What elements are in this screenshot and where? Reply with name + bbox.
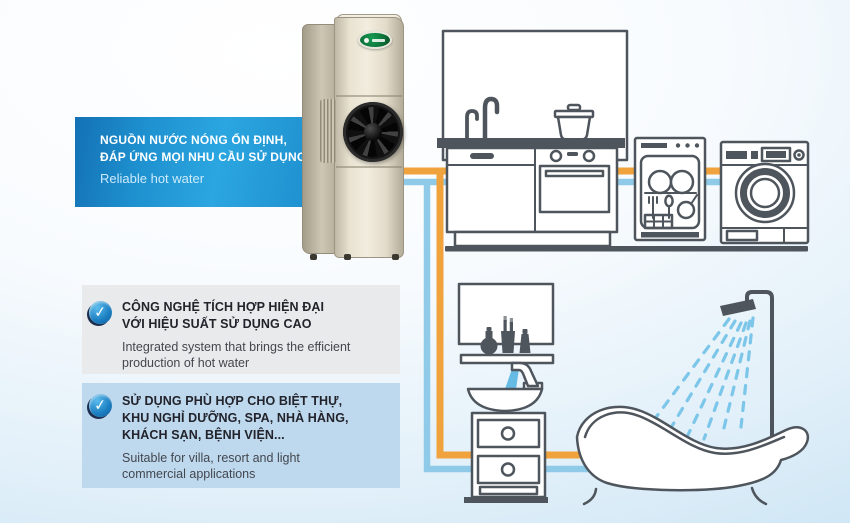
pan-icon (676, 194, 698, 220)
sink-basin (466, 387, 544, 413)
feature-item-suitable-applications: ✓ SỬ DỤNG PHÙ HỢP CHO BIỆT THỰ, KHU NGHỈ… (82, 383, 400, 488)
check-icon: ✓ (89, 301, 112, 324)
cooking-pot-icon (553, 103, 595, 142)
washing-machine (719, 140, 810, 245)
fan-icon (343, 102, 403, 162)
plate-icon (669, 169, 695, 195)
banner-heading-line2: ĐÁP ỨNG MỌI NHU CẦU SỬ DỤNG (100, 150, 307, 164)
banner-subtext: Reliable hot water (100, 171, 205, 186)
plate-icon (647, 169, 673, 195)
vent-grille (320, 99, 336, 163)
tub-foot (750, 486, 768, 506)
feature-subtext: Suitable for villa, resort and light com… (122, 451, 300, 481)
cutlery-basket-icon (643, 213, 674, 230)
sink-faucet-icon (505, 361, 544, 391)
kitchen-plinth (453, 230, 612, 248)
kitchen-faucet-icon (465, 96, 500, 143)
water-stream (505, 369, 519, 389)
floor-line (445, 246, 808, 252)
toiletries-icon (480, 316, 531, 355)
banner-heading: NGUỒN NƯỚC NÓNG ỔN ĐỊNH, ĐÁP ỨNG MỌI NHU… (100, 132, 311, 166)
dishwasher (633, 136, 707, 242)
check-icon: ✓ (89, 394, 112, 417)
shower-icon (720, 290, 774, 448)
fork-icon (648, 196, 658, 219)
brand-logo (358, 31, 392, 49)
headline-banner: NGUỒN NƯỚC NÓNG ỔN ĐỊNH, ĐÁP ỨNG MỌI NHU… (75, 117, 311, 207)
kitchen-counter (437, 138, 625, 148)
feature-heading: CÔNG NGHỆ TÍCH HỢP HIỆN ĐẠI VỚI HIỆU SUẤ… (122, 300, 325, 331)
bathtub (575, 405, 810, 506)
washer-door-icon (734, 162, 796, 224)
feature-subtext: Integrated system that brings the effici… (122, 340, 351, 370)
shower-spray (649, 316, 755, 441)
feature-item-integrated-technology: ✓ CÔNG NGHỆ TÍCH HỢP HIỆN ĐẠI VỚI HIỆU S… (82, 285, 400, 374)
banner-heading-line1: NGUỒN NƯỚC NÓNG ỔN ĐỊNH, (100, 133, 287, 147)
heat-pump-water-heater (300, 14, 406, 260)
shower-head-icon (720, 299, 756, 316)
oven (538, 149, 611, 214)
bathroom-shelf (459, 353, 555, 365)
feature-heading: SỬ DỤNG PHÙ HỢP CHO BIỆT THỰ, KHU NGHỈ D… (122, 394, 349, 442)
vanity-cabinet (464, 411, 548, 503)
tub-foot (582, 487, 598, 506)
